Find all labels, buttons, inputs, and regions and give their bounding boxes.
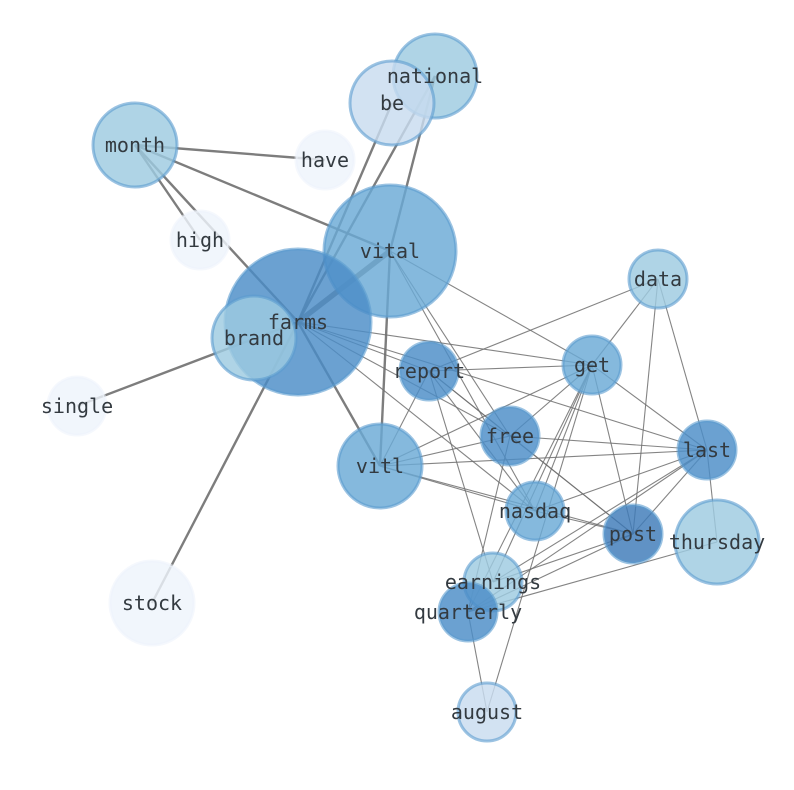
node-label-vital: vital xyxy=(360,239,420,263)
edge-data-post xyxy=(632,278,659,535)
node-label-august: august xyxy=(451,700,523,724)
node-have[interactable] xyxy=(294,129,356,191)
node-label-vitl: vitl xyxy=(356,454,404,478)
edge-vitl-last xyxy=(379,449,708,467)
edge-report-earnings xyxy=(428,370,494,583)
node-august[interactable] xyxy=(456,681,518,743)
node-vitl[interactable] xyxy=(336,422,424,510)
node-label-stock: stock xyxy=(122,591,182,615)
edge-report-data xyxy=(428,278,659,372)
node-brand[interactable] xyxy=(210,294,298,382)
node-label-national: national xyxy=(387,64,483,88)
edge-get-earnings xyxy=(492,364,593,583)
node-label-month: month xyxy=(105,133,165,157)
node-nasdaq[interactable] xyxy=(504,480,566,542)
node-single[interactable] xyxy=(46,375,108,437)
node-label-be: be xyxy=(380,91,404,115)
node-month[interactable] xyxy=(91,101,179,189)
node-label-data: data xyxy=(634,267,682,291)
node-post[interactable] xyxy=(602,503,664,565)
node-label-quarterly: quarterly xyxy=(414,600,522,624)
edge-last-earnings xyxy=(492,449,708,583)
node-label-thursday: thursday xyxy=(669,530,765,554)
node-thursday[interactable] xyxy=(673,498,761,586)
node-label-earnings: earnings xyxy=(445,570,541,594)
node-label-have: have xyxy=(301,148,349,172)
node-label-farms: farms xyxy=(268,310,328,334)
edge-vitl-post xyxy=(379,465,634,535)
node-last[interactable] xyxy=(676,419,738,481)
node-high[interactable] xyxy=(169,209,231,271)
node-label-brand: brand xyxy=(224,326,284,350)
edge-free-last xyxy=(509,435,708,451)
node-label-single: single xyxy=(41,394,113,418)
node-label-free: free xyxy=(486,424,534,448)
node-label-high: high xyxy=(176,228,224,252)
node-label-get: get xyxy=(574,353,610,377)
node-label-last: last xyxy=(683,438,731,462)
node-be[interactable] xyxy=(348,59,436,147)
node-report[interactable] xyxy=(398,340,460,402)
node-label-report: report xyxy=(393,359,465,383)
node-stock[interactable] xyxy=(108,559,196,647)
node-get[interactable] xyxy=(561,334,623,396)
node-layer xyxy=(46,32,761,743)
node-label-post: post xyxy=(609,522,657,546)
node-label-nasdaq: nasdaq xyxy=(499,499,571,523)
node-quarterly[interactable] xyxy=(437,581,499,643)
node-free[interactable] xyxy=(479,405,541,467)
node-data[interactable] xyxy=(627,248,689,310)
